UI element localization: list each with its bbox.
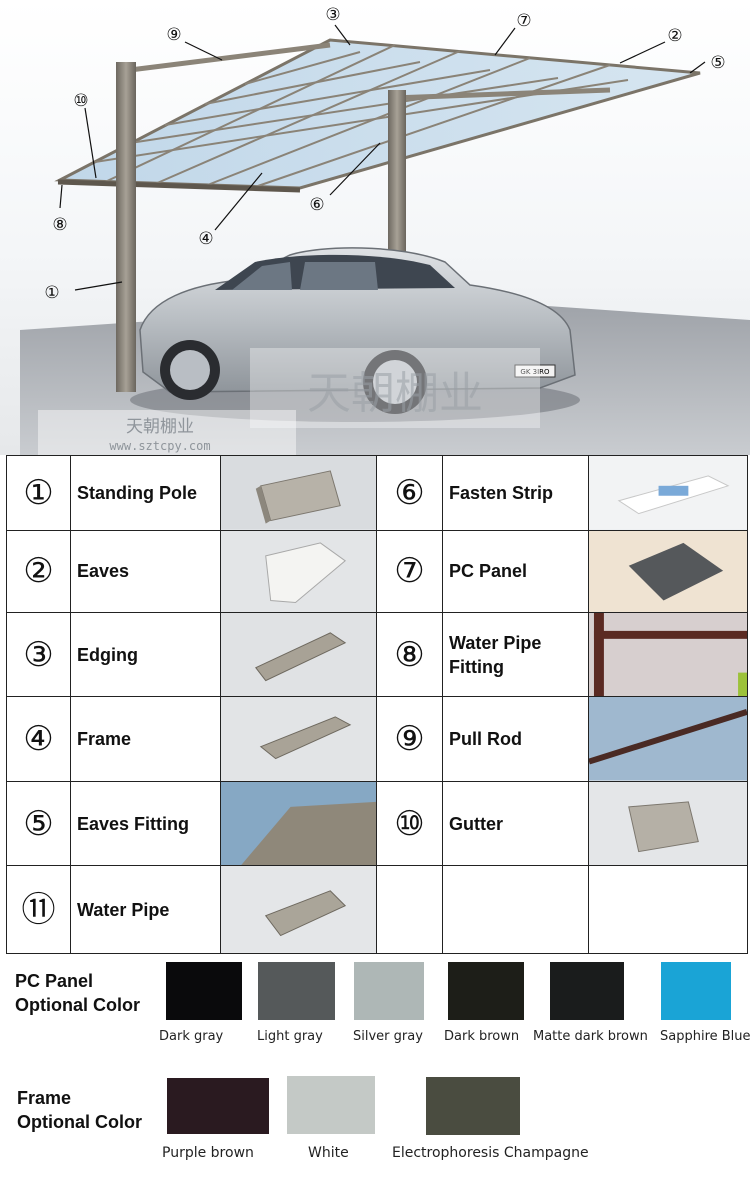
- callout-10: ⑩: [73, 91, 88, 111]
- table-row: ⑤ Eaves Fitting ⑩ Gutter: [6, 780, 748, 867]
- eaves-fitting-image: [220, 780, 377, 867]
- part-number: ⑦: [376, 529, 443, 614]
- part-name: Gutter: [442, 780, 589, 867]
- callout-8: ⑧: [52, 215, 67, 235]
- carport-product-photo: GK 3IRO 天朝棚业 天朝棚业 www.sztcpy.com ① ② ③ ④…: [0, 0, 750, 455]
- part-name: Eaves Fitting: [70, 780, 221, 867]
- swatch-label: White: [308, 1145, 349, 1161]
- frame-color-title-line1: Frame: [17, 1088, 72, 1108]
- watermark-url: www.sztcpy.com: [109, 439, 210, 453]
- frame-image: [220, 696, 377, 782]
- swatch-label: Light gray: [257, 1029, 323, 1044]
- part-name: Frame: [70, 696, 221, 782]
- pc-panel-color-title: PC Panel Optional Color: [15, 969, 140, 1017]
- part-name: Eaves: [70, 529, 221, 614]
- part-name: Edging: [70, 611, 221, 698]
- swatch-label: Sapphire Blue: [660, 1029, 750, 1044]
- parts-table: ① Standing Pole ⑥ Fasten Strip ② Eaves ⑦…: [6, 455, 748, 954]
- swatch-label: Matte dark brown: [533, 1029, 648, 1044]
- fasten-strip-image: [588, 455, 748, 531]
- swatch-electrophoresis-champagne: [426, 1077, 520, 1135]
- swatch-light-gray: [258, 962, 335, 1020]
- swatch-dark-gray: [166, 962, 242, 1020]
- frame-color-title-line2: Optional Color: [17, 1112, 142, 1132]
- edging-image: [220, 611, 377, 698]
- part-name: Water Pipe: [70, 865, 221, 954]
- part-number: ⑪: [6, 865, 71, 954]
- part-number: ⑩: [376, 780, 443, 867]
- callout-4: ④: [198, 229, 213, 249]
- swatch-label: Purple brown: [162, 1145, 254, 1161]
- part-number: ①: [6, 455, 71, 531]
- swatch-silver-gray: [354, 962, 424, 1020]
- swatch-label: Electrophoresis Champagne: [392, 1145, 589, 1161]
- swatch-label: Dark gray: [159, 1029, 224, 1044]
- water-pipe-fitting-image: [588, 611, 748, 698]
- frame-color-title: Frame Optional Color: [17, 1086, 142, 1134]
- callout-9: ⑨: [166, 25, 181, 45]
- swatch-label: Silver gray: [353, 1029, 423, 1044]
- part-number: ⑧: [376, 611, 443, 698]
- part-number: ②: [6, 529, 71, 614]
- pc-panel-color-title-line2: Optional Color: [15, 995, 140, 1015]
- table-row: ④ Frame ⑨ Pull Rod: [6, 696, 748, 782]
- table-row: ② Eaves ⑦ PC Panel: [6, 529, 748, 614]
- empty-cell: [442, 865, 589, 954]
- part-number: ③: [6, 611, 71, 698]
- pc-panel-image: [588, 529, 748, 614]
- part-name: Pull Rod: [442, 696, 589, 782]
- water-pipe-image: [220, 865, 377, 954]
- table-row: ① Standing Pole ⑥ Fasten Strip: [6, 455, 748, 531]
- part-number: ④: [6, 696, 71, 782]
- swatch-white: [287, 1076, 375, 1134]
- part-number: ⑤: [6, 780, 71, 867]
- eaves-image: [220, 529, 377, 614]
- pc-panel-color-title-line1: PC Panel: [15, 971, 94, 991]
- license-plate: GK 3IRO: [520, 368, 550, 376]
- empty-cell: [376, 865, 443, 954]
- gutter-image: [588, 780, 748, 867]
- part-name: Water Pipe Fitting: [442, 611, 589, 698]
- watermark-text: 天朝棚业: [307, 368, 483, 419]
- swatch-sapphire-blue: [661, 962, 731, 1020]
- part-name: Fasten Strip: [442, 455, 589, 531]
- swatch-label: Dark brown: [444, 1029, 520, 1044]
- table-row: ⑪ Water Pipe: [6, 865, 748, 954]
- watermark-small: 天朝棚业: [126, 417, 194, 437]
- callout-1: ①: [44, 283, 59, 303]
- part-name: PC Panel: [442, 529, 589, 614]
- standing-pole-image: [220, 455, 377, 531]
- callout-2: ②: [667, 26, 682, 46]
- part-number: ⑥: [376, 455, 443, 531]
- callout-7: ⑦: [516, 11, 531, 31]
- swatch-dark-brown: [448, 962, 524, 1020]
- table-row: ③ Edging ⑧ Water Pipe Fitting: [6, 611, 748, 698]
- part-name: Standing Pole: [70, 455, 221, 531]
- callout-3: ③: [325, 5, 340, 25]
- swatch-matte-dark-brown: [550, 962, 624, 1020]
- callout-5: ⑤: [710, 53, 725, 73]
- callout-6: ⑥: [309, 195, 324, 215]
- part-number: ⑨: [376, 696, 443, 782]
- empty-cell: [588, 865, 748, 954]
- swatch-purple-brown: [167, 1078, 269, 1134]
- pull-rod-image: [588, 696, 748, 782]
